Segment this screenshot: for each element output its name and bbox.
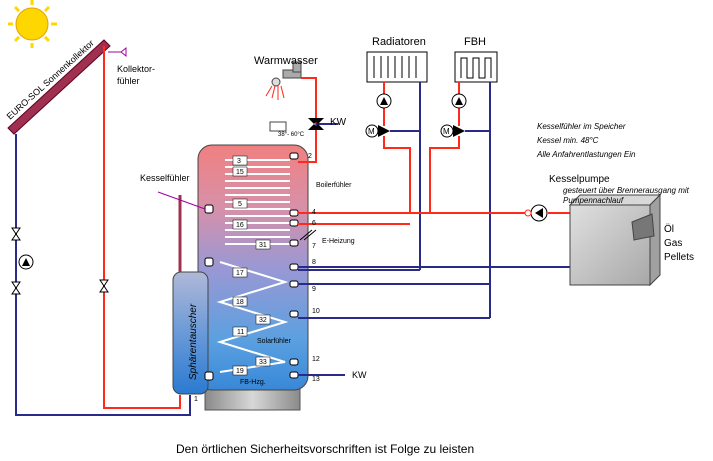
solar-sensor-label: Solarfühler xyxy=(257,338,292,345)
boiler-pump-note-2: Pumpennachlauf xyxy=(563,196,624,205)
conn-num: 8 xyxy=(312,259,316,266)
valve-m-label-1: M xyxy=(368,127,375,136)
floor-heating-icon xyxy=(454,51,498,83)
storage-tank xyxy=(197,144,309,411)
boiler-sensor-pipe xyxy=(157,191,206,210)
int-num: 11 xyxy=(237,329,244,336)
solar-collector xyxy=(7,39,111,135)
conn-num: 10 xyxy=(312,308,320,315)
collector-sensor-label-2: fühler xyxy=(117,76,140,86)
note-2: Kessel min. 48°C xyxy=(537,136,599,145)
int-num: 31 xyxy=(259,242,267,249)
heat-exchanger-label: Sphärentauscher xyxy=(188,303,199,380)
int-num: 5 xyxy=(238,201,242,208)
heat-exchanger xyxy=(172,195,209,395)
collector-sensor-label-1: Kollektor- xyxy=(117,64,155,74)
fuel-label-3: Pellets xyxy=(664,252,694,263)
note-1: Kesselfühler im Speicher xyxy=(537,122,626,131)
boilerfuehler-label: Boilerfühler xyxy=(316,182,352,189)
fbh-mixing-valve-icon xyxy=(440,124,465,138)
collector-label: EURO-SOL Sonnenkollektor xyxy=(5,38,96,122)
conn-num: 12 xyxy=(312,356,320,363)
connection-numbers: 2 4 6 7 8 9 10 12 13 xyxy=(308,153,320,383)
int-num: 15 xyxy=(236,169,244,176)
int-num: 32 xyxy=(259,317,267,324)
valve-m-label-2: M xyxy=(443,127,450,136)
solar-pump-icon xyxy=(11,227,34,295)
radiator-pump-icon xyxy=(376,93,392,109)
kw-bottom-label: KW xyxy=(352,370,367,380)
hot-water-tap-icon xyxy=(265,61,302,100)
int-num: 3 xyxy=(237,158,241,165)
fbh-pump-icon xyxy=(451,93,467,109)
fuel-label-2: Gas xyxy=(664,238,682,249)
footer-note: Den örtlichen Sicherheitsvorschriften is… xyxy=(176,442,474,456)
int-num: 18 xyxy=(236,299,244,306)
sun-icon xyxy=(8,0,57,48)
e-heating-label: E-Heizung xyxy=(322,238,355,245)
note-3: Alle Anfahrentlastungen Ein xyxy=(536,150,636,159)
solar-return-pipe xyxy=(15,46,191,416)
conn-num: 9 xyxy=(312,286,316,293)
boiler-pump-note-1: gesteuert über Brennerausgang mit xyxy=(563,186,690,195)
fb-heating-label: FB-Hzg. xyxy=(240,379,266,386)
conn-num: 2 xyxy=(308,153,312,160)
radiators-label: Radiatoren xyxy=(372,36,426,48)
conn-num: 13 xyxy=(312,376,320,383)
int-num: 19 xyxy=(236,368,244,375)
mixer-temp-label: 38°- 60°C xyxy=(278,132,305,138)
conn-num: 7 xyxy=(312,243,316,250)
thermometer-icon xyxy=(269,121,287,132)
conn-num-left: 1 xyxy=(194,396,198,403)
conn-num: 4 xyxy=(312,209,316,216)
conn-num: 6 xyxy=(312,220,316,227)
e-heating-icon xyxy=(299,229,317,241)
radiator-mixing-valve-icon xyxy=(365,124,390,138)
fuel-label-1: Öl xyxy=(664,223,674,235)
solar-valve-icon xyxy=(99,279,109,293)
boiler-sensor-label: Kesselfühler xyxy=(140,173,190,183)
hot-water-label: Warmwasser xyxy=(254,55,318,67)
int-num: 16 xyxy=(236,222,244,229)
boiler-unit xyxy=(568,193,662,287)
collector-sensor-icon xyxy=(108,46,127,58)
heating-circuit-pipes xyxy=(383,82,491,318)
upper-coil xyxy=(225,159,290,245)
boiler-pump-label: Kesselpumpe xyxy=(549,174,610,185)
int-num: 17 xyxy=(236,270,244,277)
int-num: 33 xyxy=(259,359,267,366)
internal-numbers: 3 15 5 16 31 17 18 32 11 33 19 xyxy=(232,155,271,376)
floor-heating-label: FBH xyxy=(464,36,486,48)
boiler-pump-icon xyxy=(524,204,548,222)
kw-top-label: KW xyxy=(330,117,347,128)
radiator-icon xyxy=(366,51,428,83)
boiler-pipes xyxy=(298,212,570,376)
mixing-valve-icon xyxy=(308,118,324,130)
lower-coil xyxy=(216,261,289,373)
